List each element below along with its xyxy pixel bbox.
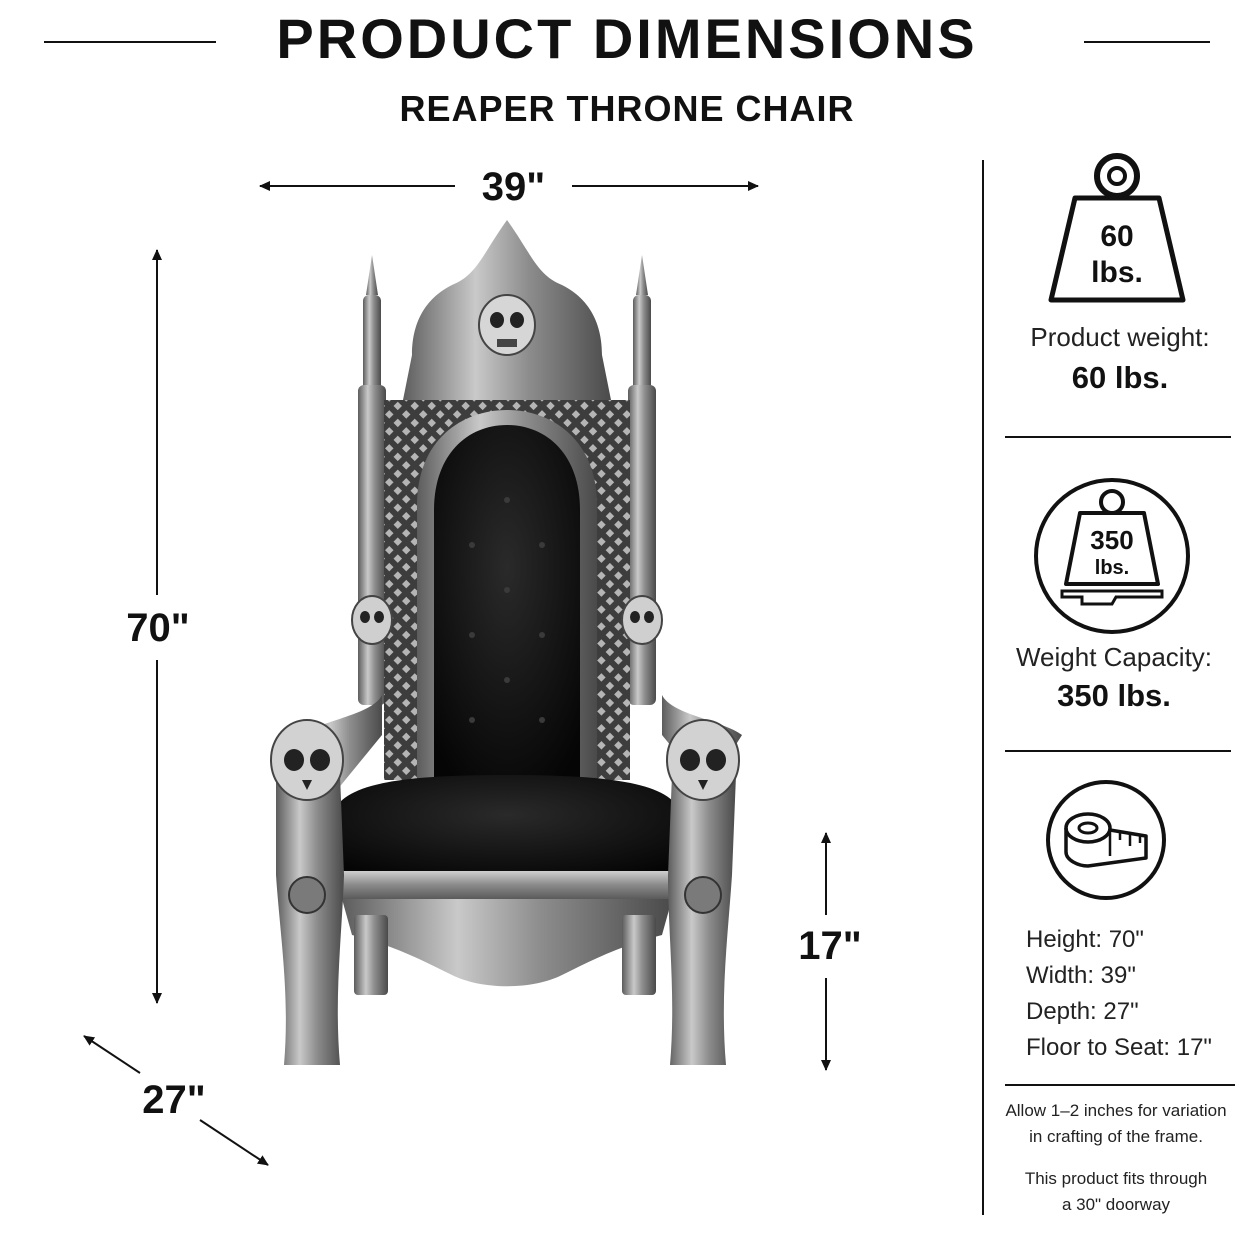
variation-note-line1: Allow 1–2 inches for variation bbox=[1005, 1101, 1227, 1120]
right-post-skull bbox=[621, 595, 663, 645]
variation-note: Allow 1–2 inches for variation in crafti… bbox=[994, 1098, 1238, 1150]
weight-icon-value: 60 bbox=[1100, 220, 1134, 253]
seat-rail bbox=[330, 871, 684, 899]
specs-list: Height: 70" Width: 39" Depth: 27" Floor … bbox=[1026, 922, 1246, 1066]
tape-measure-icon bbox=[1046, 780, 1166, 900]
weight-icon bbox=[1048, 153, 1186, 303]
left-post-skull bbox=[351, 595, 393, 645]
page-title: PRODUCT DIMENSIONS bbox=[276, 7, 978, 70]
weight-capacity-value: 350 lbs. bbox=[1057, 678, 1171, 713]
weight-icon-unit: lbs. bbox=[1091, 256, 1143, 289]
doorway-note: This product fits through a 30" doorway bbox=[994, 1166, 1238, 1218]
title-rule-right bbox=[1084, 41, 1210, 43]
capacity-weight-icon bbox=[1034, 478, 1190, 634]
seat-cushion bbox=[332, 775, 682, 875]
product-weight-value: 60 lbs. bbox=[1071, 360, 1169, 395]
depth-dimension-label: 27" bbox=[142, 1078, 206, 1122]
spec-width: Width: 39" bbox=[1026, 962, 1136, 989]
throne-chair-image bbox=[270, 220, 742, 1065]
spec-depth: Depth: 27" bbox=[1026, 998, 1139, 1025]
capacity-icon-value: 350 bbox=[1090, 525, 1134, 555]
doorway-note-line2: a 30" doorway bbox=[1061, 1195, 1171, 1214]
spec-height: Height: 70" bbox=[1026, 926, 1144, 953]
capacity-icon-unit: lbs. bbox=[1094, 557, 1130, 579]
product-name: REAPER THRONE CHAIR bbox=[399, 88, 855, 129]
height-dimension-label: 70" bbox=[126, 606, 190, 650]
depth-arrow-up bbox=[83, 1035, 141, 1074]
panel-divider bbox=[982, 160, 984, 1215]
depth-arrow-down bbox=[199, 1119, 269, 1166]
product-weight-label: Product weight: bbox=[1030, 322, 1210, 352]
apron-carving bbox=[342, 899, 672, 987]
spec-floor-to-seat: Floor to Seat: 17" bbox=[1026, 1034, 1212, 1061]
title-rule-left bbox=[44, 41, 216, 43]
panel-rule-1 bbox=[1005, 436, 1231, 438]
doorway-note-line1: This product fits through bbox=[1024, 1169, 1208, 1188]
weight-capacity-label: Weight Capacity: bbox=[1015, 642, 1213, 672]
variation-note-line2: in crafting of the frame. bbox=[1029, 1127, 1203, 1146]
tufted-backrest bbox=[434, 425, 580, 780]
width-dimension-label: 39" bbox=[481, 165, 546, 209]
panel-rule-2 bbox=[1005, 750, 1231, 752]
right-front-leg bbox=[666, 719, 740, 1065]
crest-ornament bbox=[402, 220, 612, 405]
seat-height-dimension-label: 17" bbox=[798, 924, 862, 968]
left-front-leg bbox=[270, 719, 344, 1065]
panel-rule-3 bbox=[1005, 1084, 1235, 1086]
